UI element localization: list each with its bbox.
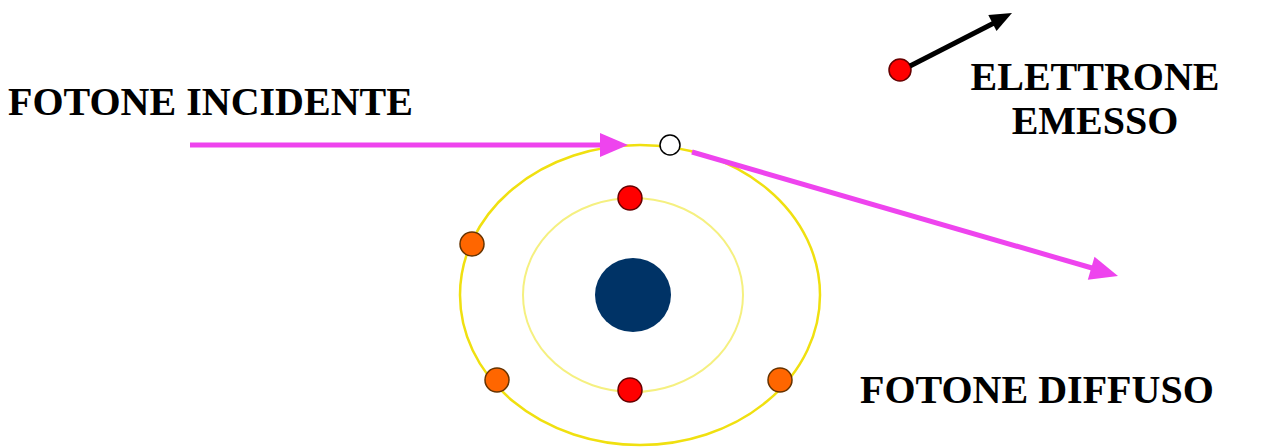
emitted-electron — [889, 59, 911, 81]
inner-electron — [618, 186, 642, 210]
scattered-photon-head — [1088, 257, 1118, 280]
inner-orbit — [523, 198, 743, 392]
outer-electron — [485, 368, 509, 392]
electron-path-head — [988, 13, 1012, 31]
electron-vacancy — [660, 135, 680, 155]
outer-electron — [460, 232, 484, 256]
label-text: FOTONE DIFFUSO — [860, 368, 1214, 412]
incident-photon-head — [600, 133, 628, 157]
label-text: ELETTRONE EMESSO — [960, 55, 1230, 143]
scattered-photon-line — [692, 152, 1092, 268]
inner-electron — [618, 378, 642, 402]
outer-electron — [768, 368, 792, 392]
label-text: FOTONE INCIDENTE — [8, 80, 413, 124]
incident-photon-line — [190, 143, 604, 148]
nucleus — [595, 258, 671, 332]
outer-orbit — [460, 145, 820, 445]
